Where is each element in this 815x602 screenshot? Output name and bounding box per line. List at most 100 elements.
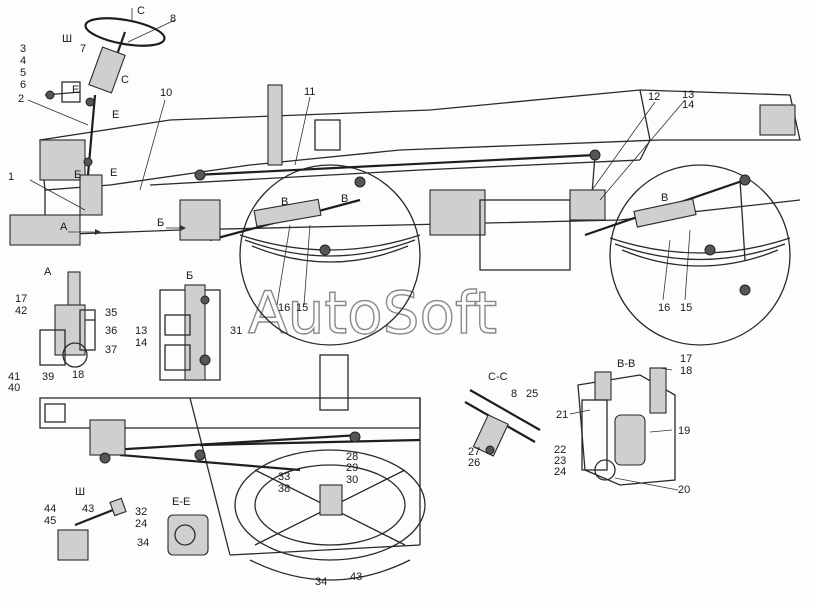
callout-CC-25: 25 xyxy=(526,388,538,400)
valve-block-front xyxy=(179,199,221,241)
marker-W: Ш xyxy=(62,33,72,45)
callout-3: 3 xyxy=(20,43,26,55)
leader-lines xyxy=(27,19,691,491)
detail-W xyxy=(57,497,127,561)
callout-W-45: 45 xyxy=(44,515,56,527)
callout-30: 30 xyxy=(346,474,358,486)
marker-E2: Е xyxy=(112,109,119,121)
marker-C2: С xyxy=(121,74,129,86)
callout-10: 10 xyxy=(160,87,172,99)
callout-29: 29 xyxy=(346,462,358,474)
callout-B-13: 13 xyxy=(135,325,147,337)
callout-VV-20: 20 xyxy=(678,484,690,496)
callout-16-rear: 16 xyxy=(658,302,670,314)
detail-EE xyxy=(167,514,209,556)
callout-5: 5 xyxy=(20,67,26,79)
callout-B-31: 31 xyxy=(230,325,242,337)
rear-wheel-outline xyxy=(609,164,791,346)
callout-B-14: 14 xyxy=(135,337,147,349)
detail-CC xyxy=(464,389,541,457)
callouts: 1 2 3 4 5 6 7 8 10 11 12 13 14 15 16 15 … xyxy=(8,13,694,588)
callout-15-rear: 15 xyxy=(680,302,692,314)
rear-shock xyxy=(739,179,746,261)
marker-arrows xyxy=(68,8,186,235)
section-title-VV: В-В xyxy=(617,358,635,370)
callout-1: 1 xyxy=(8,171,14,183)
front-crossmember xyxy=(9,214,81,246)
marker-B: Б xyxy=(157,217,164,229)
upright xyxy=(314,119,341,151)
callout-VV-23: 23 xyxy=(554,455,566,467)
callout-16-front: 16 xyxy=(278,302,290,314)
section-titles: А Б Ш С-С В-В Е-Е xyxy=(44,266,635,508)
front-bumper-plate xyxy=(39,139,86,181)
tank xyxy=(429,189,486,236)
callout-VV-24: 24 xyxy=(554,466,566,478)
callout-EE-32: 32 xyxy=(135,506,147,518)
callout-12: 12 xyxy=(648,91,660,103)
callout-A-41: 41 xyxy=(8,371,20,383)
callout-CC-26: 26 xyxy=(468,457,480,469)
callout-6: 6 xyxy=(20,79,26,91)
lower-wheel xyxy=(234,449,426,561)
section-title-A: А xyxy=(44,266,52,278)
callout-EE-34: 34 xyxy=(137,537,149,549)
callout-VV-17: 17 xyxy=(680,353,692,365)
callout-38: 38 xyxy=(278,483,290,495)
detail-A xyxy=(39,271,96,368)
callout-CC-27: 27 xyxy=(468,446,480,458)
ball-joints xyxy=(179,149,751,296)
callout-2: 2 xyxy=(18,93,24,105)
callout-14: 14 xyxy=(682,99,694,111)
callout-W-44: 44 xyxy=(44,503,56,515)
steering-gear xyxy=(79,174,103,216)
callout-A-18: 18 xyxy=(72,369,84,381)
marker-A: А xyxy=(60,221,68,233)
valve-block-rear xyxy=(569,189,606,221)
callout-A-37: 37 xyxy=(105,344,117,356)
marker-E4: Е xyxy=(110,167,117,179)
cab-mount xyxy=(267,84,283,166)
steering-wheel xyxy=(84,17,166,47)
callout-VV-19: 19 xyxy=(678,425,690,437)
flow-markers: А Б В В В С С Ш Е Е Е Е xyxy=(60,5,668,233)
power-cylinder-rear xyxy=(633,198,697,228)
lower-view xyxy=(39,354,426,581)
callout-7: 7 xyxy=(80,43,86,55)
lever-assembly xyxy=(44,81,81,103)
callout-13: 13 xyxy=(682,89,694,101)
callout-8: 8 xyxy=(170,13,176,25)
long-rod xyxy=(194,153,596,177)
callout-VV-18: 18 xyxy=(680,365,692,377)
front-wheel-outline xyxy=(239,164,421,346)
section-title-EE: Е-Е xyxy=(172,496,190,508)
section-title-B: Б xyxy=(186,270,193,282)
callout-11: 11 xyxy=(304,86,315,98)
rear-bracket xyxy=(759,104,796,136)
callout-15-front: 15 xyxy=(296,302,308,314)
steering-column xyxy=(79,17,166,216)
callout-A-39: 39 xyxy=(42,371,54,383)
callout-28: 28 xyxy=(346,451,358,463)
marker-E3: Е xyxy=(74,169,81,181)
section-title-W: Ш xyxy=(75,486,85,498)
detail-VV xyxy=(577,367,676,486)
marker-E1: Е xyxy=(72,84,79,96)
detail-B xyxy=(159,284,221,381)
power-cylinder-front xyxy=(253,198,322,228)
callout-CC-8: 8 xyxy=(511,388,517,400)
leaf-spring-rear xyxy=(609,237,791,267)
turn-arc xyxy=(249,559,411,581)
callout-W-43: 43 xyxy=(82,503,94,515)
callout-34-lower: 34 xyxy=(315,576,327,588)
section-title-CC: С-С xyxy=(488,371,508,383)
gear-lower xyxy=(89,419,126,456)
battery-box xyxy=(479,199,571,271)
callout-EE-24: 24 xyxy=(135,518,147,530)
callout-4: 4 xyxy=(20,55,26,67)
chassis-frame xyxy=(9,84,801,271)
callout-A-35: 35 xyxy=(105,307,117,319)
marker-V2: В xyxy=(341,193,348,205)
